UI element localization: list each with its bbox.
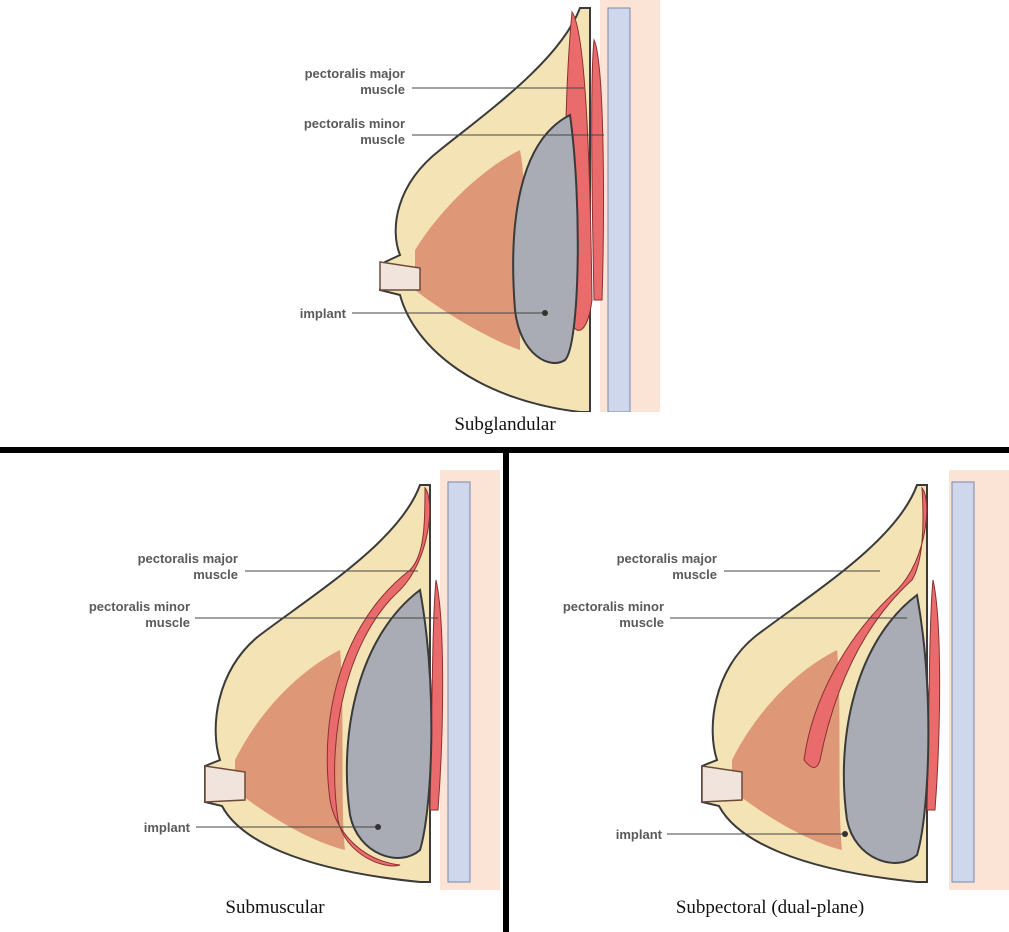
pect-minor-label: pectoralis minor (563, 599, 664, 614)
submuscular-caption: Submuscular (150, 897, 400, 919)
pect-major-label: pectoralis major (138, 551, 238, 566)
subglandular-diagram: pectoralis major muscle pectoralis minor… (190, 0, 660, 412)
pect-major-label-2: muscle (672, 567, 717, 582)
pect-major-label-2: muscle (193, 567, 238, 582)
rib-cage (448, 482, 470, 882)
submuscular-diagram: pectoralis major muscle pectoralis minor… (0, 470, 500, 890)
submuscular-panel: pectoralis major muscle pectoralis minor… (0, 470, 500, 890)
subpectoral-panel: pectoralis major muscle pectoralis minor… (512, 470, 1009, 890)
implant-dot (542, 310, 548, 316)
rib-cage (952, 482, 974, 882)
subpectoral-diagram: pectoralis major muscle pectoralis minor… (512, 470, 1009, 890)
pect-major-label: pectoralis major (617, 551, 717, 566)
rib-cage (608, 8, 630, 412)
nipple (205, 766, 245, 802)
nipple (702, 766, 742, 802)
vertical-divider (503, 450, 509, 932)
subpectoral-caption: Subpectoral (dual-plane) (620, 897, 920, 919)
pect-major-label: pectoralis major (305, 66, 405, 81)
pect-minor-label: pectoralis minor (304, 116, 405, 131)
implant-dot (375, 824, 381, 830)
pect-minor-label-2: muscle (360, 132, 405, 147)
implant-label: implant (300, 306, 347, 321)
implant-label: implant (144, 820, 191, 835)
pect-minor-label: pectoralis minor (89, 599, 190, 614)
subglandular-panel: pectoralis major muscle pectoralis minor… (190, 0, 660, 412)
pect-minor-label-2: muscle (619, 615, 664, 630)
implant-label: implant (616, 827, 663, 842)
implant-dot (842, 831, 848, 837)
pectoralis-minor (927, 580, 940, 810)
pect-major-label-2: muscle (360, 82, 405, 97)
subglandular-caption: Subglandular (330, 414, 680, 436)
pect-minor-label-2: muscle (145, 615, 190, 630)
